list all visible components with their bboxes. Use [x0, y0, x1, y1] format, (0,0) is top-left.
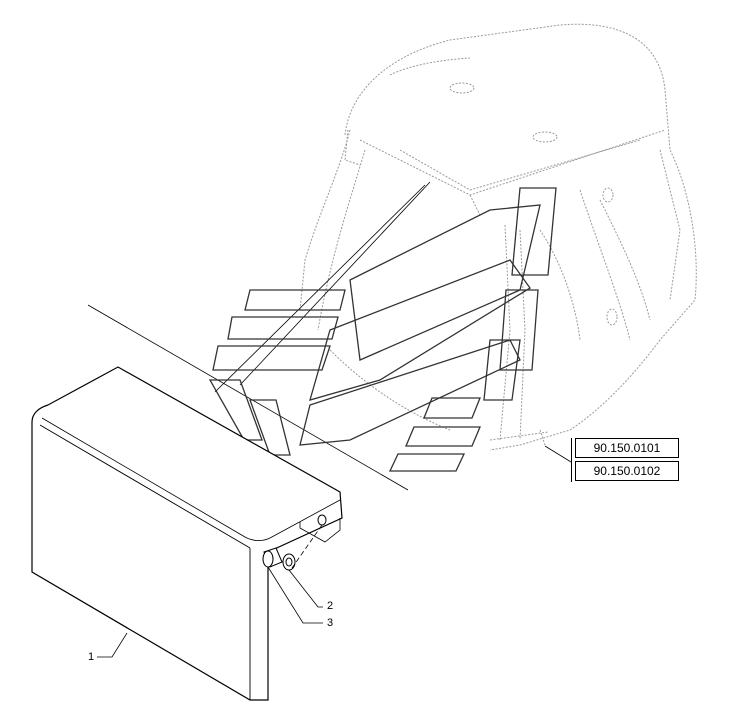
- cover-panel: [31, 366, 343, 701]
- reference-leader: [544, 445, 572, 463]
- callout-leaders: [97, 566, 323, 658]
- callout-2: 2: [327, 600, 334, 612]
- callout-1: 1: [88, 651, 95, 663]
- leader-1: [97, 632, 128, 658]
- reference-link-90-150-0101[interactable]: 90.150.0101: [575, 438, 679, 458]
- callout-3: 3: [327, 617, 334, 629]
- section-line: [87, 304, 409, 491]
- projection-line: [214, 184, 426, 393]
- cab-outline: [299, 23, 697, 451]
- reference-link-90-150-0102[interactable]: 90.150.0102: [575, 461, 679, 481]
- projection-line: [239, 181, 431, 386]
- leader-2: [288, 569, 323, 608]
- reference-bracket: [571, 438, 572, 482]
- washer: [282, 553, 296, 571]
- leader-3: [267, 566, 323, 624]
- watermark-logo: [208, 187, 557, 472]
- reference-lines: [87, 181, 572, 491]
- assembly-axis: [291, 524, 323, 569]
